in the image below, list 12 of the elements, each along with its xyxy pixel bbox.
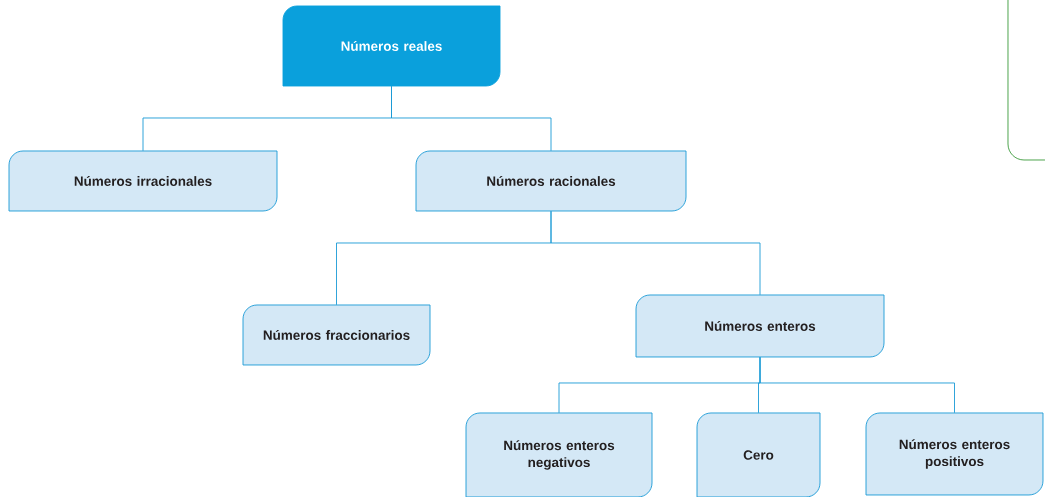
category-box: Números enteros negativos — [465, 412, 653, 497]
category-box: Números fraccionarios — [242, 304, 431, 366]
connector-line — [550, 210, 761, 296]
connector-line — [759, 356, 955, 414]
category-box: Números enteros — [635, 294, 885, 358]
title-box: Números reales — [282, 5, 501, 87]
category-box: Números racionales — [415, 150, 687, 212]
connector-line — [391, 85, 552, 152]
category-box: Cero — [696, 412, 821, 497]
category-box: Números enteros positivos — [865, 412, 1044, 496]
category-box: Números irracionales — [8, 150, 278, 212]
note-box — [1007, 0, 1045, 161]
